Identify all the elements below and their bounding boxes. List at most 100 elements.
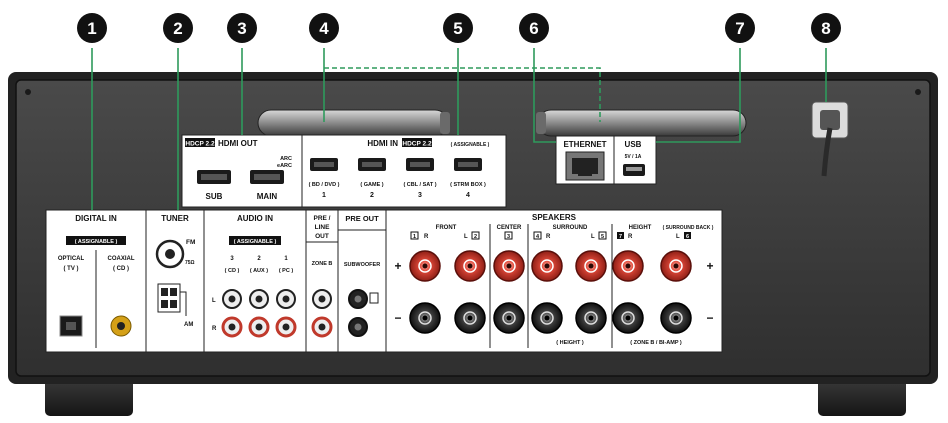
screw [915,89,921,95]
hdmi-in-port-label: ( GAME ) [360,182,383,188]
surround-l-label: L [591,234,595,240]
hdmi-out-main-label: MAIN [257,192,278,201]
callout-number: 8 [821,19,830,38]
tuner-section: TUNER FM 75Ω AM [145,209,205,353]
minus-right: − [706,311,713,325]
hdmi-in-section: HDMI IN HDCP 2.2 ( ASSIGNABLE ) ( BD / D… [301,134,507,208]
audio-in-source-label: ( CD ) [225,268,240,274]
hdmi-in-badge: HDCP 2.2 [402,141,432,148]
coaxial-label: COAXIAL [108,256,135,262]
subwoofer-marker [369,292,379,304]
subwoofer-label: SUBWOOFER [344,262,380,268]
callout-number: 1 [87,19,96,38]
minus-left: − [394,311,401,325]
optical-sub-label: ( TV ) [64,266,79,272]
audio-in-number: 3 [230,256,234,262]
callout-8: 8 [811,13,841,43]
callout-3: 3 [227,13,257,43]
speakers-title: SPEAKERS [532,213,577,222]
wireless-antenna-left [257,109,450,137]
callout-number: 4 [319,19,329,38]
hdmi-in-port-label: ( CBL / SAT ) [403,182,436,188]
callout-number: 7 [735,19,744,38]
audio-in-section: AUDIO IN ( ASSIGNABLE ) L R 3( CD )2( AU… [203,209,307,353]
group-surround: SURROUND [553,225,588,231]
hdmi-in-port-number: 3 [418,192,422,199]
group-front: FRONT [436,225,457,231]
ethernet-title: ETHERNET [563,140,606,149]
hdmi-in-port-number: 1 [322,192,326,199]
zone-b-biamp-note: ( ZONE B / BI-AMP ) [630,340,682,346]
audio-in-r-label: R [212,326,217,332]
digital-in-title: DIGITAL IN [75,214,117,223]
hdmi-in-port-label: ( STRM BOX ) [450,182,486,188]
group-surround-back: ( SURROUND BACK ) [663,225,714,231]
hdmi-in-port-number: 4 [466,192,470,199]
screw [25,89,31,95]
antenna-link-dashed [324,67,601,122]
height-l-num: 6 [686,234,689,240]
usb-rating: 5V / 1A [625,154,642,160]
leader-7 [656,48,741,143]
digital-in-assignable: ( ASSIGNABLE ) [75,239,118,245]
power-cord [811,101,849,177]
am-label: AM [184,322,193,328]
height-l-label: L [676,234,680,240]
audio-in-source-label: ( PC ) [279,268,294,274]
center-num: 3 [507,234,510,240]
digital-in-section: DIGITAL IN ( ASSIGNABLE ) OPTICAL ( TV )… [45,209,147,353]
leader-6 [533,48,556,143]
hdmi-in-port-label: ( BD / DVD ) [309,182,340,188]
audio-in-assignable: ( ASSIGNABLE ) [234,239,277,245]
callout-2: 2 [163,13,193,43]
front-r-label: R [424,234,429,240]
height-r-label: R [628,234,633,240]
wireless-antenna-right [536,109,747,137]
zone-b-label: ZONE B [312,261,333,267]
hdmi-out-badge: HDCP 2.2 [185,141,215,148]
surround-r-label: R [546,234,551,240]
surround-height-note: ( HEIGHT ) [556,340,584,346]
front-l-num: 2 [474,234,477,240]
callout-4: 4 [309,13,339,43]
audio-in-l-label: L [212,298,216,304]
callout-7: 7 [725,13,755,43]
audio-in-number: 2 [257,256,261,262]
fm-sub-label: 75Ω [185,260,195,266]
leader-lines [91,48,827,210]
hdmi-out-title: HDMI OUT [218,139,258,148]
audio-in-source-label: ( AUX ) [250,268,268,274]
group-height: HEIGHT [629,225,652,231]
callout-number: 2 [173,19,182,38]
surround-l-num: 5 [601,234,604,240]
callout-6: 6 [519,13,549,43]
callout-number: 3 [237,19,246,38]
usb-section: USB 5V / 1A [613,135,657,185]
usb-title: USB [625,140,642,149]
surround-r-num: 4 [536,234,540,240]
fm-label: FM [186,239,195,246]
hdmi-in-port-number: 2 [370,192,374,199]
callout-number: 5 [453,19,462,38]
ethernet-section: ETHERNET [555,135,615,185]
pre-out-section: PRE OUT SUBWOOFER [337,209,387,353]
plus-right: + [706,259,713,273]
callout-5: 5 [443,13,473,43]
left-foot [45,378,133,416]
hdmi-in-title: HDMI IN [367,139,398,148]
plus-left: + [394,259,401,273]
height-r-num: 7 [619,234,622,240]
right-foot [818,378,906,416]
front-r-num: 1 [413,234,416,240]
hdmi-in-assignable: ( ASSIGNABLE ) [451,142,490,148]
hdmi-out-sub-label: SUB [206,192,223,201]
callout-number: 6 [529,19,538,38]
speakers-section: SPEAKERS FRONT CENTER SURROUND HEIGHT ( … [385,209,723,353]
optical-label: OPTICAL [58,256,85,262]
front-l-label: L [464,234,468,240]
coaxial-sub-label: ( CD ) [113,266,129,272]
